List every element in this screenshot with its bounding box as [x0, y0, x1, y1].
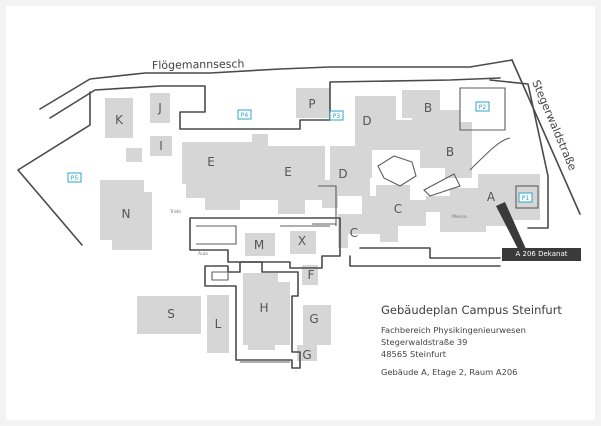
label-s: S: [167, 307, 175, 321]
compound-south-inner: [211, 271, 290, 363]
parking-p2[interactable]: P2: [475, 101, 490, 112]
label-m: M: [254, 238, 264, 252]
courtyard-triangle: [423, 173, 461, 197]
building-d: [322, 96, 412, 208]
building-labels: K J P I B B D D E E N C C A M X F S H L …: [115, 97, 496, 362]
building-b: [402, 90, 472, 178]
parking-p2-label: P2: [479, 104, 487, 111]
info-title: Gebäudeplan Campus Steinfurt: [381, 303, 562, 317]
building-m: [245, 233, 275, 256]
compound-south: [204, 261, 301, 369]
building-e-left: [182, 134, 325, 214]
courtyard-details: [377, 137, 539, 209]
label-g-lower: G: [302, 348, 311, 362]
building-g-lower: [297, 345, 317, 361]
p2-lot-outline: [459, 87, 506, 131]
parking-p1-box: [518, 192, 533, 203]
label-g-upper: G: [309, 312, 318, 326]
label-e-left: E: [207, 155, 215, 169]
parking-p4-box: [237, 109, 252, 120]
road-south-inner: [349, 247, 501, 267]
label-x: X: [298, 234, 306, 248]
building-j: [150, 93, 170, 123]
label-b-upper: B: [424, 101, 432, 115]
label-h: H: [259, 301, 268, 315]
info-department: Fachbereich Physikingenieurwesen: [381, 325, 526, 335]
info-city: 48565 Steinfurt: [381, 349, 447, 359]
parking-p1-label: P1: [522, 195, 530, 202]
building-h: [243, 273, 290, 350]
label-a: A: [487, 190, 496, 204]
parking-p3-label: P3: [333, 113, 341, 120]
parking-p5-box: [67, 172, 82, 183]
label-c-upper: C: [394, 202, 402, 216]
label-l: L: [215, 317, 222, 331]
label-p: P: [308, 97, 315, 111]
label-e-right: E: [284, 165, 292, 179]
courtyard-diamond: [377, 155, 417, 187]
roads-layer: [17, 59, 581, 369]
building-f: [302, 265, 318, 285]
parking-p2-box: [475, 101, 490, 112]
road-north-inner: [49, 77, 501, 130]
label-trafo: Trafo: [169, 209, 181, 215]
road-ring: [189, 217, 341, 269]
info-room: Gebäude A, Etage 2, Raum A206: [381, 367, 518, 377]
building-p: [296, 88, 330, 118]
parking-p5-label: P5: [71, 175, 79, 182]
building-s: [137, 296, 201, 334]
building-x: [290, 231, 316, 254]
building-i: [150, 136, 172, 156]
road-ring-inner: [196, 225, 330, 245]
parking-p3[interactable]: P3: [329, 110, 344, 121]
label-d-lower: D: [338, 167, 347, 181]
parking-p3-box: [329, 110, 344, 121]
building-k: [105, 98, 133, 138]
label-c-lower: C: [350, 226, 358, 240]
building-g-upper: [303, 305, 331, 345]
label-b-lower: B: [446, 145, 454, 159]
label-aula: Aula: [198, 251, 208, 257]
label-d-upper: D: [362, 114, 371, 128]
parking-p4-label: P4: [241, 112, 249, 119]
street-label-north: Flögemannsesch: [152, 57, 245, 72]
road-east-inner: [489, 79, 549, 229]
a-entrance: [515, 185, 539, 209]
callout-pointer: [496, 202, 526, 249]
label-i: I: [159, 139, 163, 153]
road-east: [511, 59, 581, 215]
parking-p1[interactable]: P1: [518, 192, 533, 203]
callout-dekanat: A 206 Dekanat: [502, 248, 581, 261]
building-l: [207, 295, 229, 353]
label-mensa: Mensa: [452, 214, 467, 220]
building-c: [338, 185, 426, 248]
road-north-outer: [39, 59, 513, 110]
building-a: [426, 174, 540, 232]
label-f: F: [308, 268, 315, 282]
fence-1: [312, 185, 337, 226]
courtyard-curve: [469, 137, 511, 171]
label-k: K: [115, 113, 124, 127]
boundary-west: [17, 91, 91, 246]
parking-markers: P1 P2 P3 P4 P5: [67, 101, 533, 203]
parking-p4[interactable]: P4: [237, 109, 252, 120]
parking-p5[interactable]: P5: [67, 172, 82, 183]
building-small-1: [126, 148, 142, 162]
info-street: Stegerwaldstraße 39: [381, 337, 468, 347]
label-j: J: [157, 101, 162, 115]
building-n: [100, 180, 152, 250]
buildings-layer: [100, 88, 540, 361]
label-n: N: [122, 207, 131, 221]
